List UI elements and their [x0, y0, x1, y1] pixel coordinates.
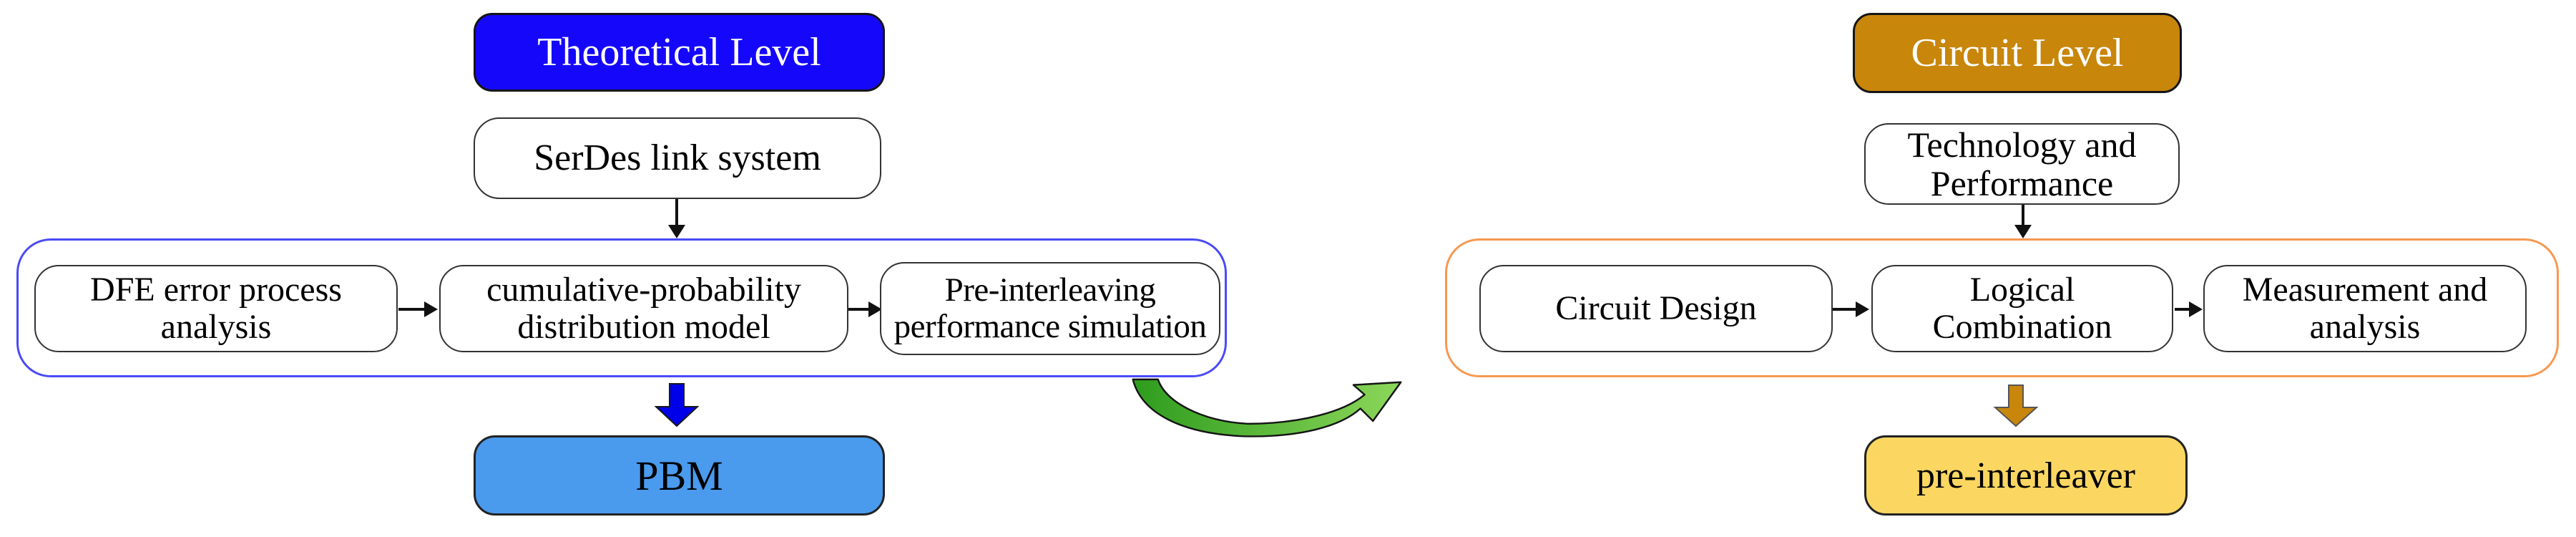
dfe-error-process-analysis-node: DFE error process analysis [34, 265, 398, 352]
down-arrow-icon [2014, 205, 2032, 238]
theoretical-level-header: Theoretical Level [474, 13, 885, 92]
right-arrow-icon [1833, 301, 1869, 317]
pre-interleaving-performance-simulation-node: Pre-interleaving performance simulation [880, 262, 1220, 355]
pre-interleaver-output-node: pre-interleaver [1864, 435, 2188, 516]
down-arrow-icon [668, 199, 685, 238]
measurement-and-analysis-node: Measurement and analysis [2203, 265, 2527, 352]
technology-and-performance-node: Technology and Performance [1864, 123, 2180, 205]
theoretical-process-group [16, 238, 1227, 377]
block-down-arrow-blue-icon [654, 383, 700, 427]
circuit-design-node: Circuit Design [1479, 265, 1833, 352]
curved-arrow-icon [1132, 378, 1402, 437]
right-arrow-icon [2175, 301, 2203, 317]
serdes-link-system-node: SerDes link system [474, 117, 881, 199]
block-down-arrow-gold-icon [1993, 384, 2039, 427]
cumulative-probability-distribution-model-node: cumulative-probability distribution mode… [439, 265, 848, 352]
pbm-output-node: PBM [474, 435, 885, 516]
circuit-level-header: Circuit Level [1853, 13, 2182, 93]
logical-combination-node: Logical Combination [1871, 265, 2173, 352]
right-arrow-icon [398, 301, 438, 317]
circuit-process-group [1445, 238, 2559, 377]
right-arrow-icon [848, 301, 882, 317]
